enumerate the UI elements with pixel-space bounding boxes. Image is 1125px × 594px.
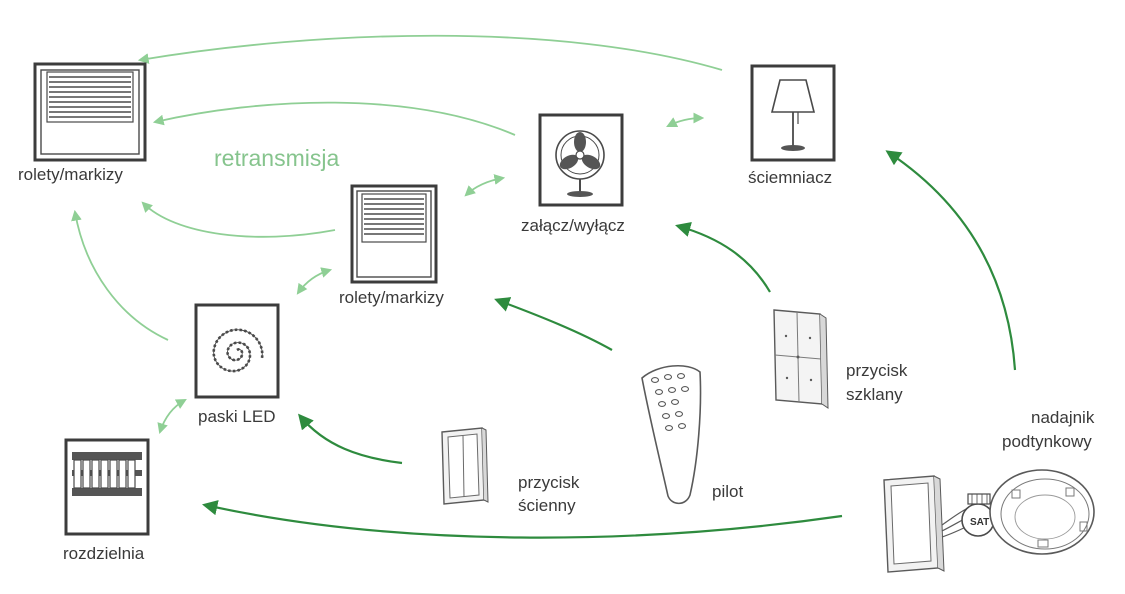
retransmission-label: retransmisja xyxy=(214,145,339,171)
arrow-switch-dimmer-bidirectional xyxy=(666,112,705,127)
lamp-icon xyxy=(770,79,816,151)
wall-button-label-line2: ścienny xyxy=(518,496,576,515)
glass-button-label-line1: przycisk xyxy=(846,361,908,380)
junction-box-icon xyxy=(989,469,1095,555)
fan-icon xyxy=(555,130,605,197)
arrow-transmitter-to-board xyxy=(201,500,843,539)
arrow-blinds-center-to-blinds-top xyxy=(141,201,336,238)
blinds-center-label: rolety/markizy xyxy=(339,288,444,307)
direct-control-arrows xyxy=(201,150,1017,539)
wall-button-device xyxy=(441,427,489,505)
arrow-remote-to-blinds-center xyxy=(494,297,613,351)
glass-button-device xyxy=(773,309,829,409)
remote-label: pilot xyxy=(712,482,743,501)
blinds-top-label: rolety/markizy xyxy=(18,165,123,184)
dimmer-label: ściemniacz xyxy=(748,168,832,187)
arrow-blinds-center-switch-bidirectional xyxy=(464,174,506,197)
switch-on-off-device xyxy=(538,113,624,207)
blinds-center-slats xyxy=(364,198,424,235)
led-spiral-icon xyxy=(212,328,264,373)
switch-on-off-label: załącz/wyłącz xyxy=(521,216,625,235)
breakers-icon xyxy=(72,452,142,496)
remote-device xyxy=(641,364,702,505)
flush-transmitter-device: SAT xyxy=(883,469,1095,573)
arrow-switch-to-blinds-top xyxy=(152,101,516,136)
arrow-led-blinds-center-bidirectional xyxy=(296,267,333,295)
arrow-transmitter-to-dimmer xyxy=(885,150,1017,371)
remote-buttons-icon xyxy=(650,373,690,431)
dimmer-device xyxy=(750,64,836,162)
arrow-wall-button-to-led xyxy=(298,413,403,465)
flush-transmitter-label-line1: nadajnik xyxy=(1031,408,1095,427)
arrow-led-board-bidirectional xyxy=(157,398,187,435)
arrow-glass-button-to-switch xyxy=(675,221,771,293)
arrow-dimmer-to-blinds-top-upper xyxy=(137,34,723,71)
retransmission-arrows xyxy=(71,34,723,435)
arrow-led-to-blinds-top xyxy=(71,209,169,341)
led-strips-label: paski LED xyxy=(198,407,275,426)
blinds-top-device xyxy=(33,62,147,162)
distribution-board-label: rozdzielnia xyxy=(63,544,145,563)
distribution-board-device xyxy=(64,438,150,536)
glass-button-label-line2: szklany xyxy=(846,385,903,404)
wall-button-label-line1: przycisk xyxy=(518,473,580,492)
flush-transmitter-label-line2: podtynkowy xyxy=(1002,432,1092,451)
transmitter-module-badge: SAT xyxy=(970,517,989,528)
blinds-top-slats xyxy=(49,76,131,118)
led-strips-device xyxy=(194,303,280,399)
blinds-center-device xyxy=(350,184,438,284)
